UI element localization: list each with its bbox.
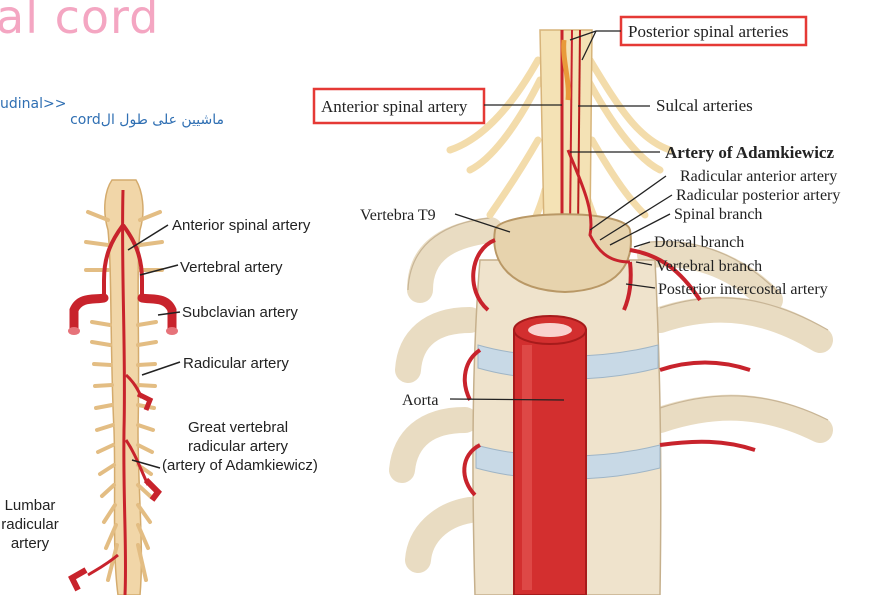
label-lumbar-line1: Lumbar [5, 497, 56, 514]
label-spinal-branch: Spinal branch [674, 206, 762, 223]
label-subclavian-artery: Subclavian artery [182, 304, 298, 321]
slide-subtitle-line1: udinal>> [0, 96, 66, 112]
label-artery-of-adamkiewicz: Artery of Adamkiewicz [665, 143, 834, 162]
label-dorsal-branch: Dorsal branch [654, 234, 744, 251]
label-sulcal-arteries: Sulcal arteries [656, 96, 753, 115]
slide-title: al cord [0, 0, 159, 44]
label-vertebra-t9: Vertebra T9 [360, 207, 436, 224]
spinal-cord-illustration [68, 180, 178, 595]
label-great-vertebral-line2: radicular artery [188, 438, 289, 455]
label-vertebral-branch: Vertebral branch [656, 258, 762, 275]
label-radicular-anterior-artery: Radicular anterior artery [680, 168, 837, 185]
label-vertebral-artery: Vertebral artery [180, 259, 283, 276]
label-lumbar-line3: artery [11, 535, 50, 552]
label-great-vertebral-line1: Great vertebral [188, 419, 288, 436]
label-radicular-artery: Radicular artery [183, 355, 289, 372]
label-anterior-spinal-artery-left: Anterior spinal artery [172, 217, 311, 234]
label-anterior-spinal-artery-right: Anterior spinal artery [321, 97, 468, 116]
subtitle-arabic-text: ماشيين على طول الcord [70, 112, 224, 128]
label-radicular-posterior-artery: Radicular posterior artery [676, 187, 840, 204]
label-posterior-intercostal-artery: Posterior intercostal artery [658, 281, 828, 298]
label-aorta: Aorta [402, 392, 438, 409]
artery-of-adamkiewicz-diagram: Posterior spinal arteries Anterior spina… [300, 0, 882, 595]
label-lumbar-line2: radicular [1, 516, 59, 533]
label-posterior-spinal-arteries: Posterior spinal arteries [628, 22, 789, 41]
label-great-vertebral-line3: (artery of Adamkiewicz) [162, 457, 318, 474]
